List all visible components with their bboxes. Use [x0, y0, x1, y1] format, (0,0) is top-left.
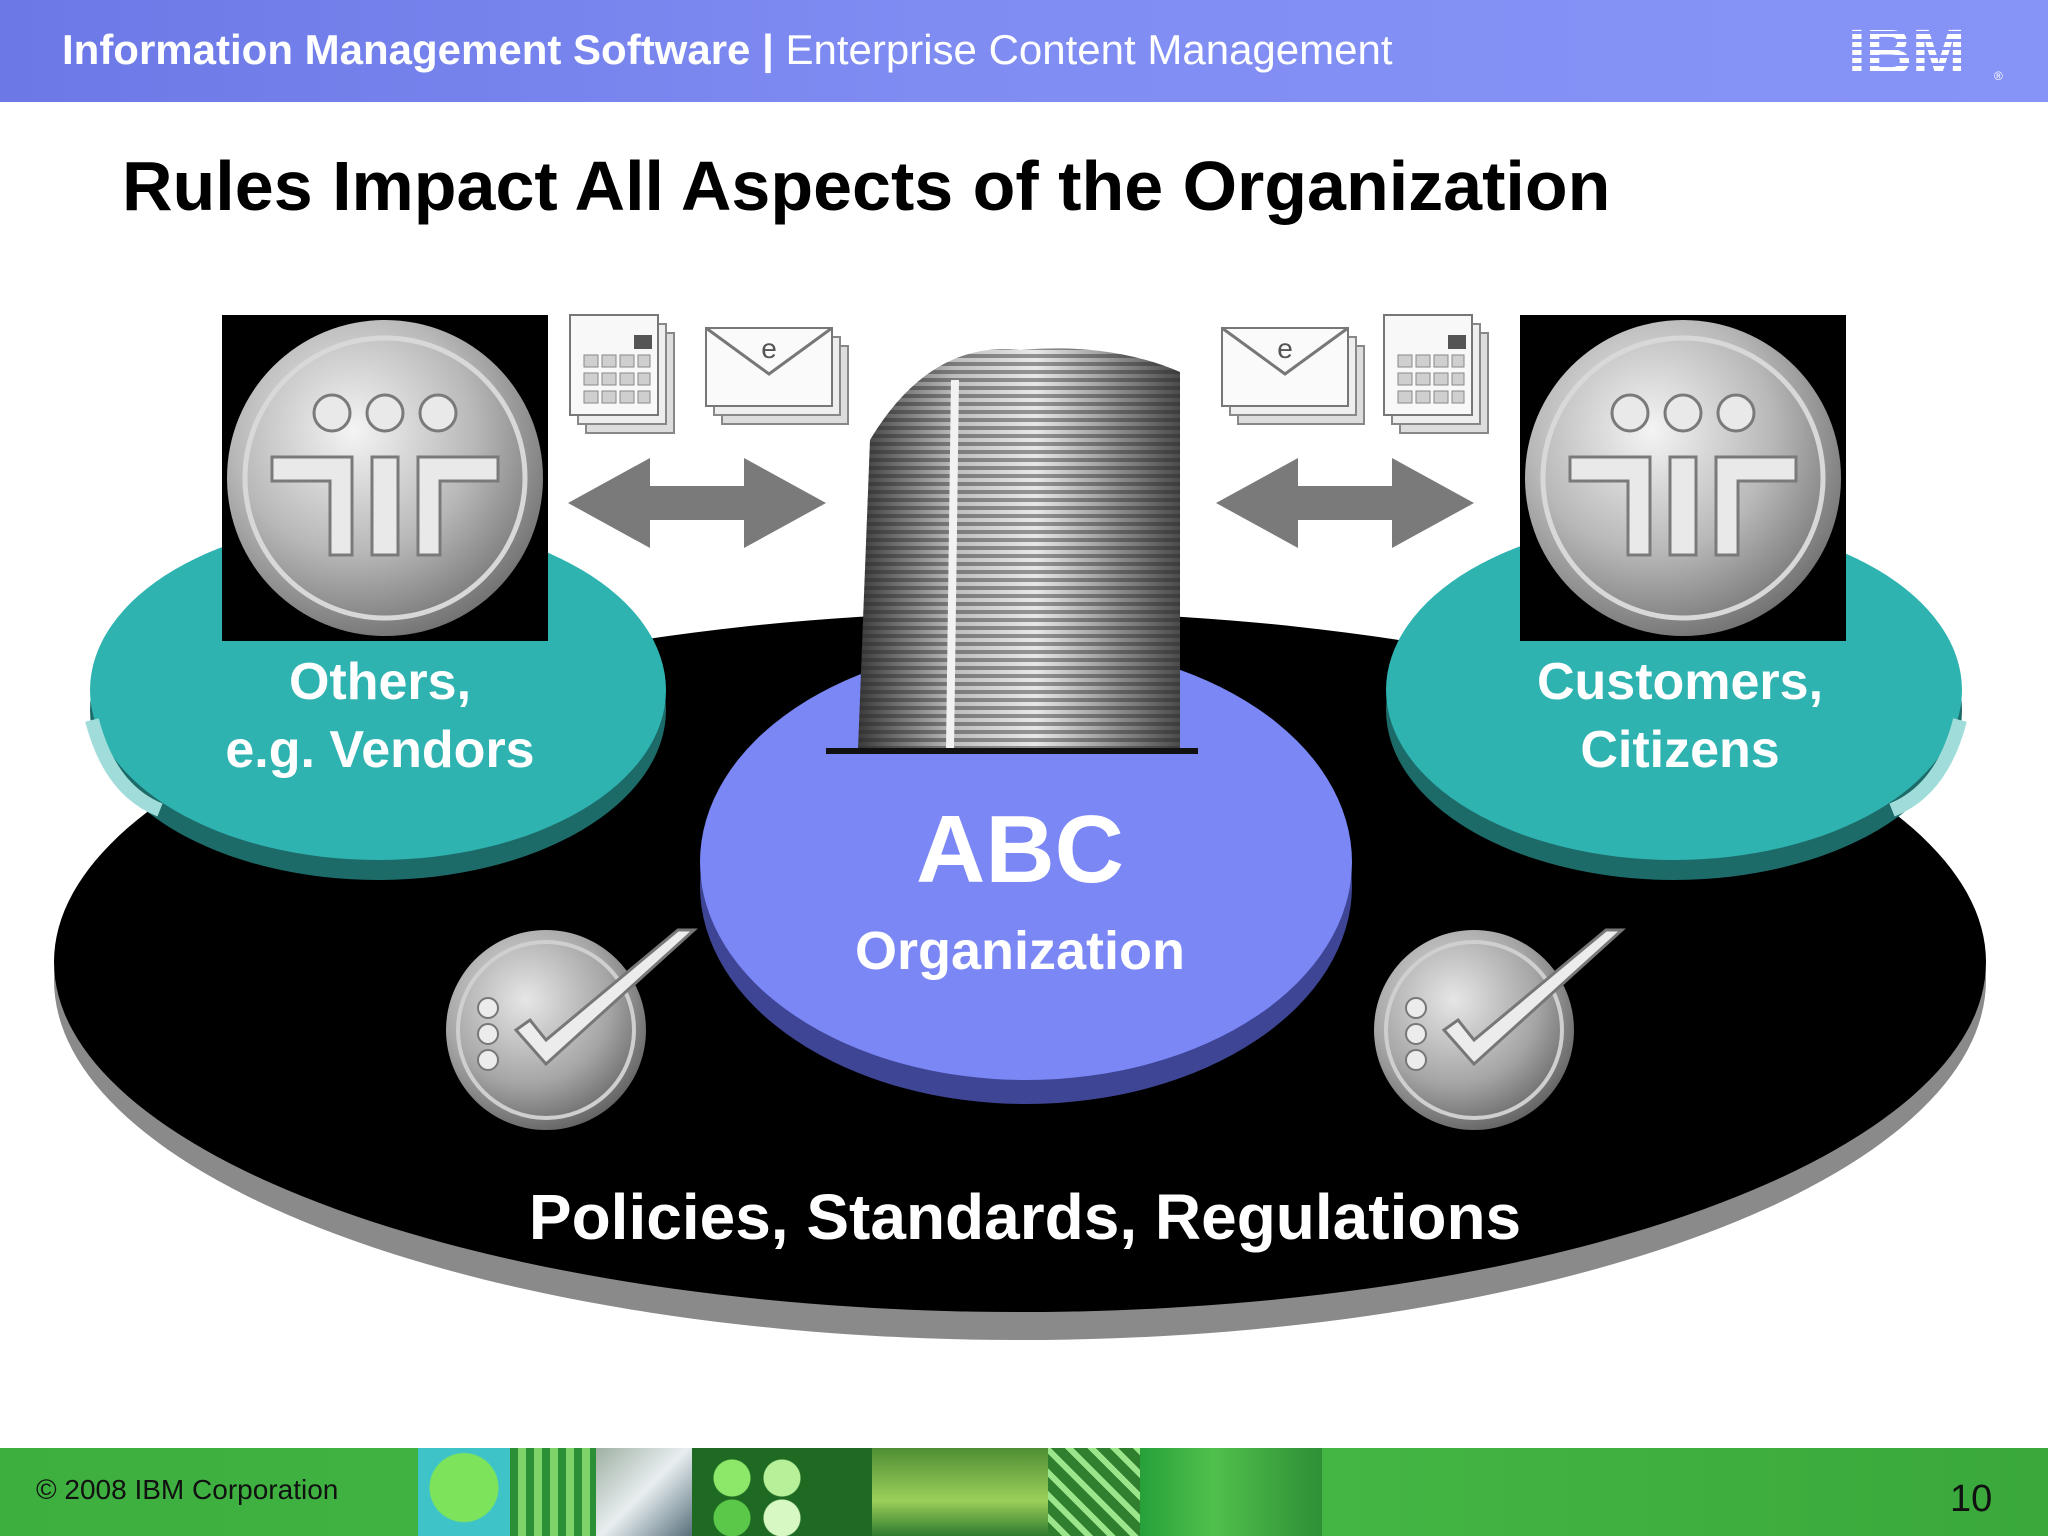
diagram: e e — [54, 314, 1986, 1340]
others-label-line1: Others, — [288, 653, 472, 711]
header-title: Information Management Software | Enterp… — [62, 26, 1393, 74]
footer-photo-tile — [596, 1448, 692, 1536]
office-building-icon — [826, 348, 1198, 754]
header-bar: Information Management Software | Enterp… — [0, 0, 2048, 102]
organization-label: Organization — [854, 921, 1185, 981]
double-arrow-icon — [568, 458, 826, 548]
footer-dots-tile — [692, 1448, 872, 1536]
email-icon: e — [705, 326, 849, 425]
svg-text:®: ® — [1994, 69, 2003, 82]
document-icon — [569, 314, 675, 434]
email-icon: e — [1221, 326, 1365, 425]
checklist-icon — [446, 928, 698, 1130]
customers-label: Customers, Citizens — [1480, 648, 1880, 784]
checklist-icon — [1374, 928, 1626, 1130]
footer-stripes-tile — [510, 1448, 596, 1536]
ibm-logo: IBM ® — [1848, 18, 2003, 82]
others-label-line2: e.g. Vendors — [225, 721, 535, 779]
footer-pixel-tile — [1140, 1448, 1322, 1536]
footer-landscape-tile — [872, 1448, 1048, 1536]
header-separator: | — [750, 26, 786, 73]
people-group-icon — [222, 315, 548, 641]
svg-text:IBM: IBM — [1848, 18, 1965, 82]
customers-label-line2: Citizens — [1580, 721, 1780, 779]
footer-leaf-tile — [1048, 1448, 1140, 1536]
others-label: Others, e.g. Vendors — [200, 648, 560, 784]
abc-label: ABC — [916, 796, 1124, 903]
header-area: Enterprise Content Management — [785, 26, 1393, 73]
document-icon — [1383, 314, 1489, 434]
footer-circle-tile — [418, 1448, 510, 1536]
double-arrow-icon — [1216, 458, 1474, 548]
copyright: © 2008 IBM Corporation — [36, 1474, 339, 1505]
page-number: 10 — [1950, 1478, 1993, 1520]
customers-label-line1: Customers, — [1536, 653, 1824, 711]
policies-label: Policies, Standards, Regulations — [528, 1181, 1522, 1253]
svg-text:e: e — [761, 333, 777, 364]
svg-text:e: e — [1277, 333, 1293, 364]
header-product: Information Management Software — [62, 26, 751, 73]
people-group-icon — [1520, 315, 1846, 641]
page-title: Rules Impact All Aspects of the Organiza… — [122, 147, 1611, 225]
